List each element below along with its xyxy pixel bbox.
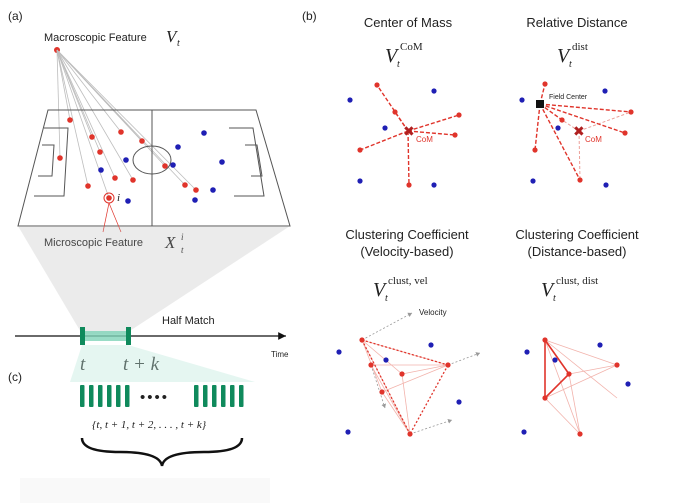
com-title: Center of Mass <box>364 15 453 30</box>
clust-vel-symbol: V <box>373 279 388 301</box>
com-marker-icon: ✖ <box>403 124 415 140</box>
clust-vel-title-1: Clustering Coefficient <box>345 227 469 242</box>
field-red-players <box>57 117 199 193</box>
zoom-projection <box>18 226 290 334</box>
com-dashed-lines <box>359 84 460 186</box>
clust-dist-blue-players <box>521 342 631 435</box>
expansion-wedge <box>70 345 255 382</box>
field-center-label: Field Center <box>549 94 588 101</box>
dist-com-marker-icon: ✖ <box>573 124 585 140</box>
macro-feature-label: Macroscopic Feature <box>44 32 147 44</box>
clust-dist-red-players <box>542 337 620 437</box>
player-i-dot <box>106 195 112 201</box>
micro-feature-sup: i <box>181 232 184 242</box>
micro-feature-sub: t <box>181 245 184 255</box>
field-center-marker <box>536 100 544 108</box>
macro-feature-sub: t <box>177 38 180 49</box>
micro-feature-symbol: X <box>164 233 176 252</box>
dist-com-lines <box>561 111 632 181</box>
micro-feature-label: Microscopic Feature <box>44 237 143 249</box>
dist-red-players <box>532 81 634 183</box>
window-start-label: t <box>80 354 86 375</box>
soccer-field <box>17 109 291 227</box>
clust-vel-blue-players <box>336 342 462 435</box>
clust-vel-sup: clust, vel <box>388 275 428 287</box>
time-window-end-marker <box>126 327 131 345</box>
panel-a-tag: (a) <box>8 9 23 23</box>
clust-dist-symbol: V <box>541 279 556 301</box>
clust-dist-faint-edges <box>544 339 618 435</box>
dist-symbol: V <box>557 45 572 67</box>
dist-sup: dist <box>572 41 588 53</box>
clust-dist-main-edges <box>544 339 570 399</box>
macro-feature-symbol: V <box>166 27 179 46</box>
clust-dist-sup: clust, dist <box>556 275 598 287</box>
com-red-players <box>357 82 462 188</box>
clust-vel-velocity-arrows <box>361 312 481 435</box>
clust-vel-title-2: (Velocity-based) <box>360 244 453 259</box>
com-blue-players <box>347 88 437 188</box>
field-blue-players <box>98 130 225 204</box>
macro-link-lines <box>56 49 197 199</box>
frame-bars-left <box>80 385 130 407</box>
underbrace <box>80 437 244 467</box>
clust-dist-sub: t <box>553 293 556 304</box>
clust-vel-main-edges <box>361 339 449 435</box>
clust-vel-sub: t <box>385 293 388 304</box>
frame-bars-right <box>194 385 244 407</box>
clust-dist-title-1: Clustering Coefficient <box>515 227 639 242</box>
com-marker-label: CoM <box>416 135 433 144</box>
time-window-highlight <box>82 331 129 341</box>
com-sup: CoM <box>400 41 423 53</box>
com-symbol: V <box>385 45 400 67</box>
velocity-label: Velocity <box>419 308 447 317</box>
clust-dist-title-2: (Distance-based) <box>528 244 627 259</box>
panel-c-tag: (c) <box>8 370 22 384</box>
frame-ellipsis: •••• <box>140 389 169 406</box>
dist-dashed-lines <box>534 83 632 181</box>
dist-blue-players <box>519 88 609 188</box>
clust-vel-faint-edges <box>361 339 449 435</box>
com-sub: t <box>397 59 400 70</box>
time-axis-label: Time <box>271 350 289 359</box>
player-i-label: i <box>117 192 120 204</box>
dist-title: Relative Distance <box>526 15 627 30</box>
half-match-text: Half Match <box>162 315 215 327</box>
dist-sub: t <box>569 59 572 70</box>
window-end-label: t + k <box>123 354 160 375</box>
micro-link-lines <box>102 202 122 233</box>
frame-set-label: {t, t + 1, t + 2, . . . , t + k} <box>92 419 207 431</box>
time-window-start-marker <box>80 327 85 345</box>
dist-com-marker-label: CoM <box>585 135 602 144</box>
panel-b-tag: (b) <box>302 9 317 23</box>
bottom-faded-strip <box>20 478 270 503</box>
clust-vel-red-players <box>359 337 451 437</box>
